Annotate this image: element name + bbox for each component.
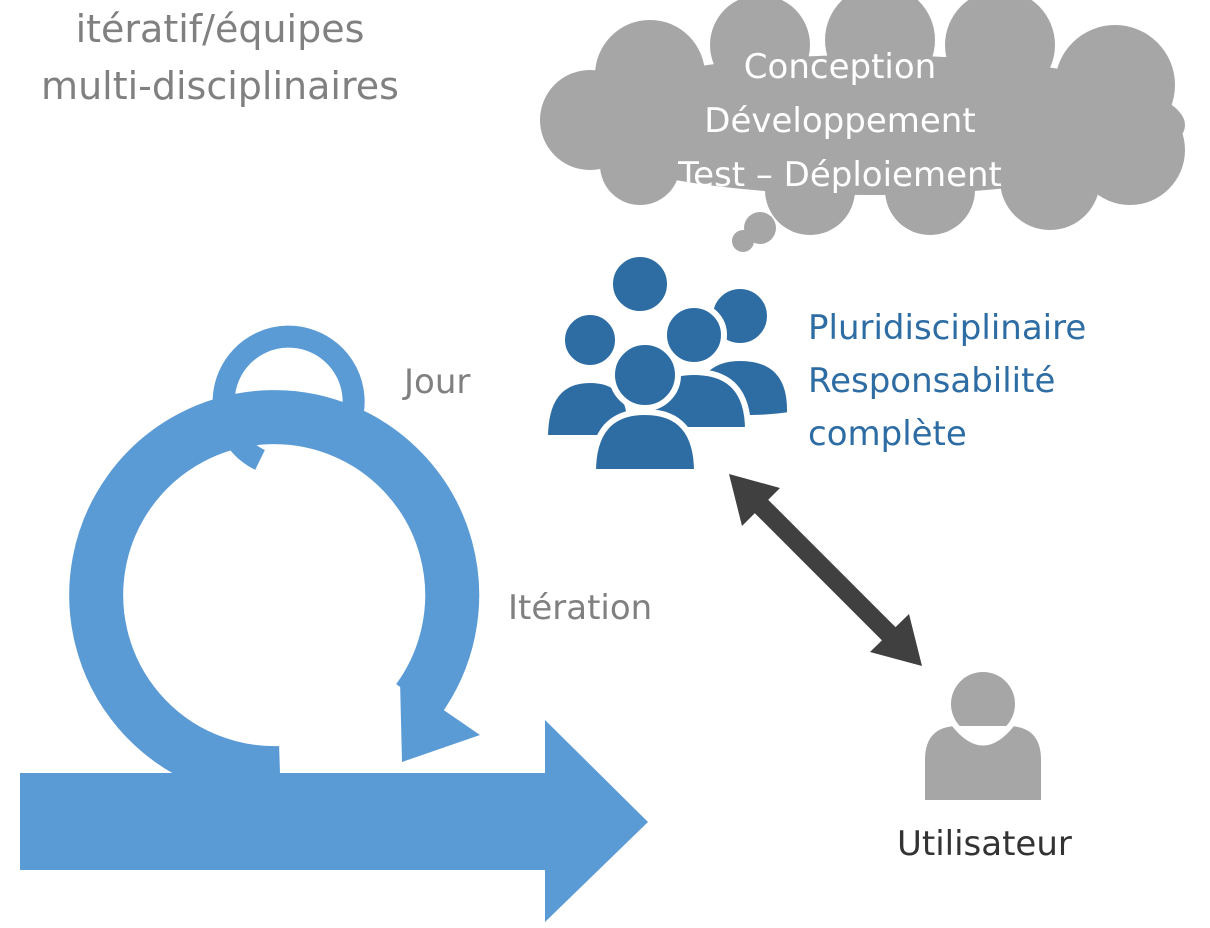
team-user-double-arrow [729, 474, 922, 666]
team-icon [541, 251, 793, 475]
team-line-1: Pluridisciplinaire [808, 308, 1087, 348]
heading-line-1: itératif/équipes [75, 7, 365, 51]
team-line-2: Responsabilité [808, 361, 1056, 401]
cloud-line-developpement: Développement [704, 101, 976, 141]
cloud-line-conception: Conception [743, 47, 937, 87]
iteration-cycle-label: Itération [508, 588, 653, 628]
user-label: Utilisateur [897, 824, 1072, 864]
cloud-bubble-small [732, 230, 754, 252]
iteration-cycle [69, 390, 480, 801]
daily-cycle-label: Jour [404, 362, 471, 402]
cloud-text: Conception Développement Test – Déploiem… [640, 40, 1040, 202]
heading-line-2: multi-disciplinaires [41, 64, 399, 108]
thought-cloud [540, 0, 1185, 252]
cloud-line-test-deploiement: Test – Déploiement [678, 155, 1002, 195]
main-progress-arrow [20, 720, 648, 922]
team-description: Pluridisciplinaire Responsabilité complè… [808, 302, 1086, 461]
user-icon [925, 672, 1041, 800]
iteration-cycle-arrowhead [400, 680, 480, 762]
team-line-3: complète [808, 414, 967, 454]
diagram-heading: itératif/équipes multi-disciplinaires [0, 1, 440, 115]
